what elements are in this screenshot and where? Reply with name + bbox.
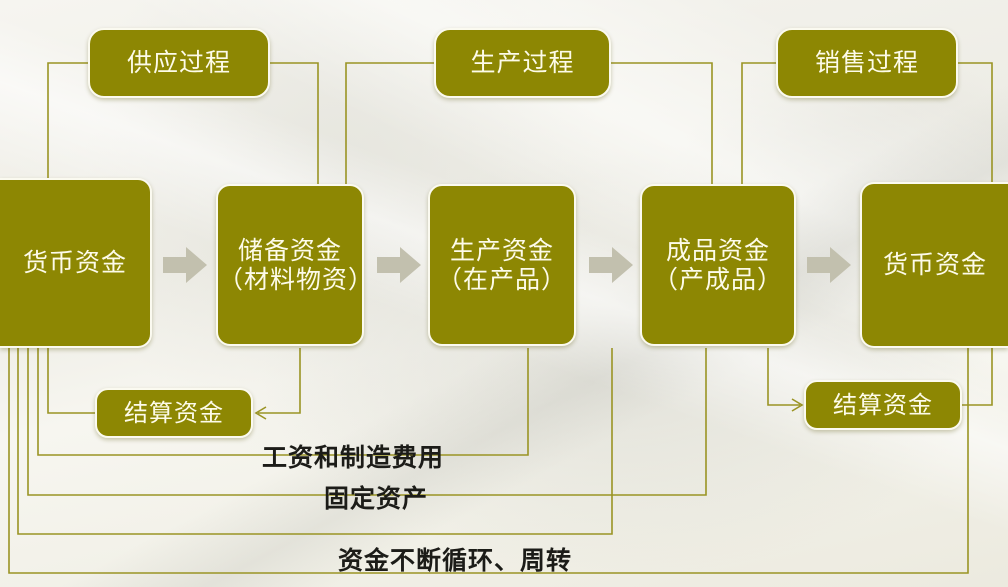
fund-box-money-right[interactable]: 货币资金 — [860, 182, 1008, 348]
note-fixed-assets: 固定资产 — [324, 479, 428, 515]
process-label-supply: 供应过程 — [126, 48, 231, 78]
process-label-production: 生产过程 — [470, 48, 575, 78]
process-box-supply[interactable]: 供应过程 — [88, 28, 270, 98]
note-cycle: 资金不断循环、周转 — [338, 541, 572, 577]
fund-label-finished: 成品资金（产成品） — [652, 235, 783, 295]
settlement-label-left: 结算资金 — [124, 398, 224, 427]
fund-box-money-left[interactable]: 货币资金 — [0, 178, 152, 348]
flow-arrow-4 — [806, 245, 852, 285]
fund-box-finished[interactable]: 成品资金（产成品） — [640, 184, 796, 346]
process-box-production[interactable]: 生产过程 — [434, 28, 611, 98]
process-box-sales[interactable]: 销售过程 — [776, 28, 958, 98]
fund-label-money-right: 货币资金 — [882, 250, 987, 280]
note-label-cycle: 资金不断循环、周转 — [338, 546, 573, 575]
flow-arrow-3 — [588, 245, 634, 285]
fund-label-production-fund: 生产资金（在产品） — [436, 235, 567, 295]
fund-label-reserve: 储备资金（材料物资） — [218, 235, 375, 295]
settlement-box-left[interactable]: 结算资金 — [95, 388, 253, 438]
fund-label-money-left: 货币资金 — [22, 248, 127, 278]
flow-arrow-2 — [376, 245, 422, 285]
note-label-fixed-assets: 固定资产 — [324, 484, 429, 513]
fund-box-reserve[interactable]: 储备资金（材料物资） — [216, 184, 375, 346]
note-wages: 工资和制造费用 — [262, 438, 444, 474]
flow-arrow-1 — [162, 245, 208, 285]
fund-box-production-fund[interactable]: 生产资金（在产品） — [428, 184, 576, 346]
note-label-wages: 工资和制造费用 — [262, 443, 445, 472]
process-label-sales: 销售过程 — [814, 48, 919, 78]
settlement-label-right: 结算资金 — [833, 390, 933, 419]
settlement-box-right[interactable]: 结算资金 — [804, 380, 962, 430]
